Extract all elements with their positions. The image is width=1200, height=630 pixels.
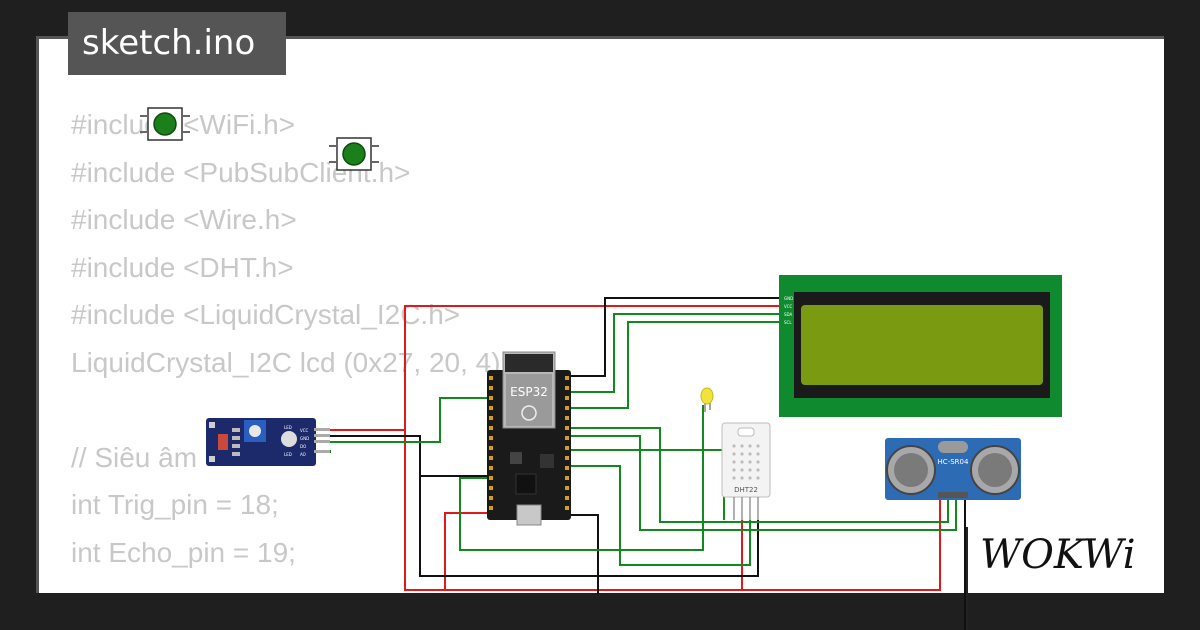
ldr-pin-label: GND	[300, 436, 309, 441]
wire-black	[568, 514, 599, 576]
code-line: LiquidCrystal_I2C lcd (0x27, 20, 4);	[71, 346, 509, 378]
code-line: int Trig_pin = 18;	[71, 489, 279, 520]
usb-port-icon	[516, 504, 542, 526]
code-line: #include <DHT.h>	[71, 251, 294, 283]
pushbutton[interactable]	[140, 107, 190, 141]
lcd-pin-label: SCL	[784, 320, 792, 325]
code-line: int Echo_pin = 19;	[71, 536, 296, 568]
wires	[329, 297, 966, 630]
wire-green	[568, 435, 957, 531]
ldr-pin-label: VCC	[300, 428, 309, 433]
code-background: #include <WiFi.h> #include <PubSubClient…	[71, 101, 508, 576]
dht22-label: DHT22	[734, 486, 758, 494]
espressif-logo-icon	[521, 405, 537, 421]
wire-green	[568, 427, 949, 523]
wire-green	[568, 321, 779, 409]
wire-black	[598, 520, 759, 577]
wire-green	[568, 313, 779, 393]
wire-green	[459, 405, 704, 551]
ldr-led-label: LED	[284, 425, 292, 430]
wire-green	[568, 465, 751, 566]
wire-red	[329, 305, 779, 431]
photoresistor-icon	[218, 434, 228, 450]
ldr-sensor-module[interactable]: LED LED VCC GND DO AO	[206, 418, 330, 466]
ldr-led-label: LED	[284, 452, 292, 457]
lcd-pin-label: SDA	[784, 312, 793, 317]
pushbutton[interactable]	[329, 137, 379, 171]
code-line: // Siêu âm	[71, 441, 198, 473]
file-tab-label: sketch.ino	[82, 23, 256, 63]
lcd-pin-label: GND	[784, 296, 793, 301]
file-tab[interactable]: sketch.ino	[68, 12, 286, 75]
dht22-sensor[interactable]: DHT22	[721, 422, 771, 520]
wire-red	[444, 512, 490, 590]
ldr-pin-label: DO	[300, 444, 306, 449]
ldr-pin-label: AO	[300, 452, 306, 457]
code-line: #include <LiquidCrystal_I2C.h>	[71, 299, 461, 330]
lcd-display[interactable]: GND VCC SDA SCL	[779, 275, 1062, 417]
code-line: #include <Wire.h>	[71, 204, 297, 235]
frame-divider	[966, 527, 968, 630]
ultrasonic-sensor[interactable]: HC-SR04	[885, 438, 1021, 500]
wokwi-logo-text: WOKWi	[980, 532, 1136, 578]
wokwi-logo: WOKWi	[980, 532, 1136, 578]
esp32-label: ESP32	[510, 385, 548, 399]
wire-red	[404, 430, 941, 591]
wire-green	[568, 449, 725, 520]
esp32-board[interactable]: ESP32	[487, 351, 571, 526]
lcd-pin-label: VCC	[784, 304, 793, 309]
ultrasonic-label: HC-SR04	[938, 458, 969, 466]
wire-black	[329, 435, 599, 594]
wire-black	[568, 297, 779, 377]
wire-green	[329, 397, 490, 443]
yellow-led[interactable]	[700, 387, 714, 412]
